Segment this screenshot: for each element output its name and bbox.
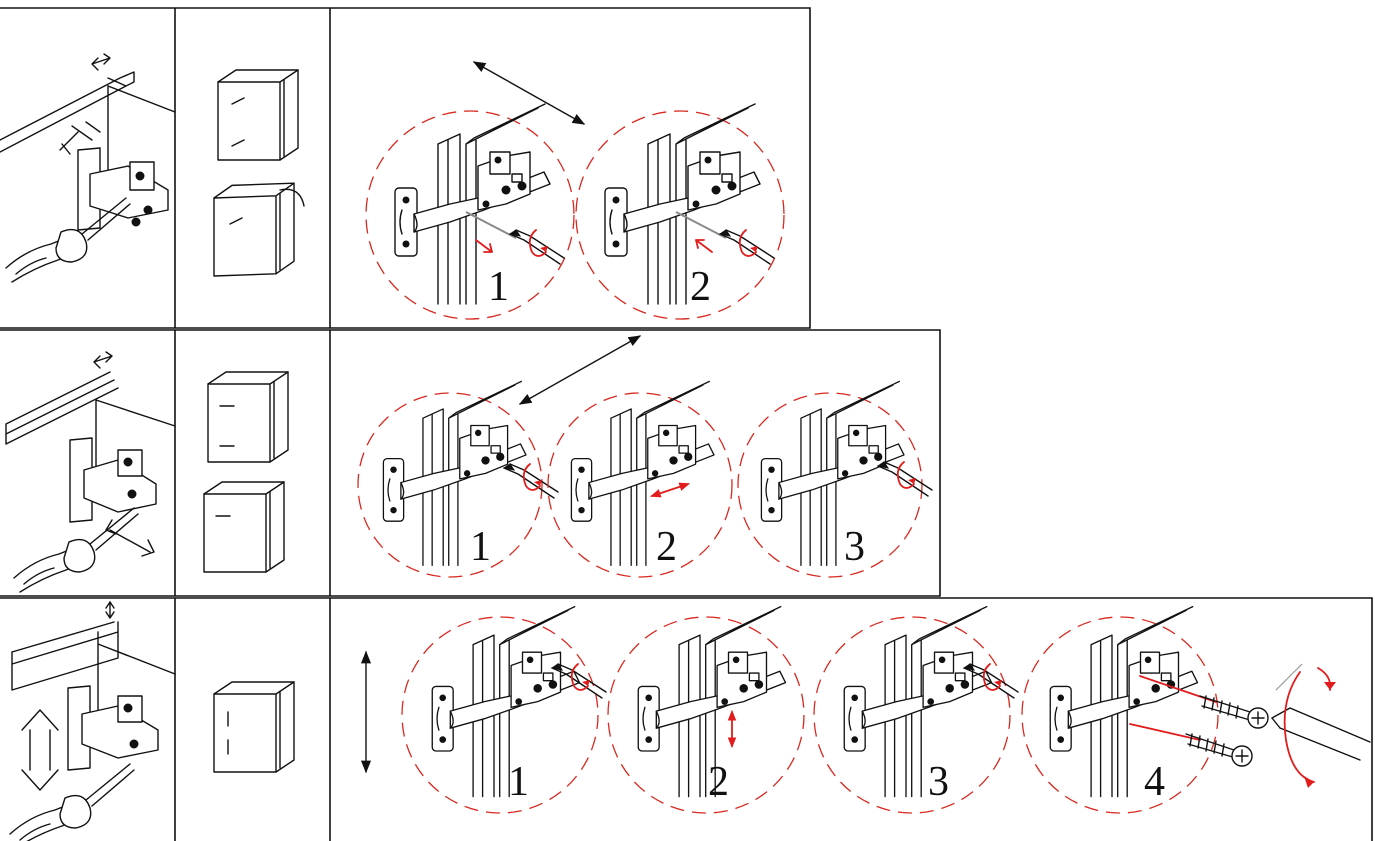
row-depth-adjustment: 1 2 xyxy=(0,7,811,329)
row-side-adjustment: 1 2 3 xyxy=(0,329,941,597)
side-direction-arrow xyxy=(518,335,642,405)
step-number: 1 xyxy=(508,759,529,805)
step-1-detail: 1 xyxy=(365,103,575,320)
step-number: 3 xyxy=(844,524,865,570)
step-4-detail: 4 xyxy=(1021,605,1371,814)
door-cubes-1 xyxy=(213,69,305,277)
step-number: 1 xyxy=(470,524,491,570)
depth-direction-arrow xyxy=(472,61,586,125)
screwdriver-icon xyxy=(1271,663,1371,788)
cabinet-scene-3 xyxy=(9,601,176,841)
step-3-detail: 3 xyxy=(737,380,933,578)
step-1-detail: 1 xyxy=(401,605,607,814)
step-number: 3 xyxy=(928,759,949,805)
step-number: 2 xyxy=(690,264,711,310)
step-2-detail: 2 xyxy=(607,605,805,814)
step-number: 4 xyxy=(1144,759,1165,805)
step-number: 2 xyxy=(656,524,677,570)
screw-icon xyxy=(1199,695,1269,729)
step-3-detail: 3 xyxy=(813,605,1019,814)
step-1-detail: 1 xyxy=(357,380,559,578)
step-2-detail: 2 xyxy=(547,380,733,578)
door-cubes-3 xyxy=(213,681,295,773)
cabinet-scene-1 xyxy=(0,53,176,283)
step-number: 2 xyxy=(708,759,729,805)
step-number: 1 xyxy=(488,264,509,310)
step-2-detail: 2 xyxy=(575,103,785,320)
row-height-adjustment: 1 2 3 xyxy=(0,597,1373,841)
cabinet-scene-2 xyxy=(5,351,176,593)
door-cubes-2 xyxy=(203,371,289,573)
screw-icon xyxy=(1185,733,1253,767)
